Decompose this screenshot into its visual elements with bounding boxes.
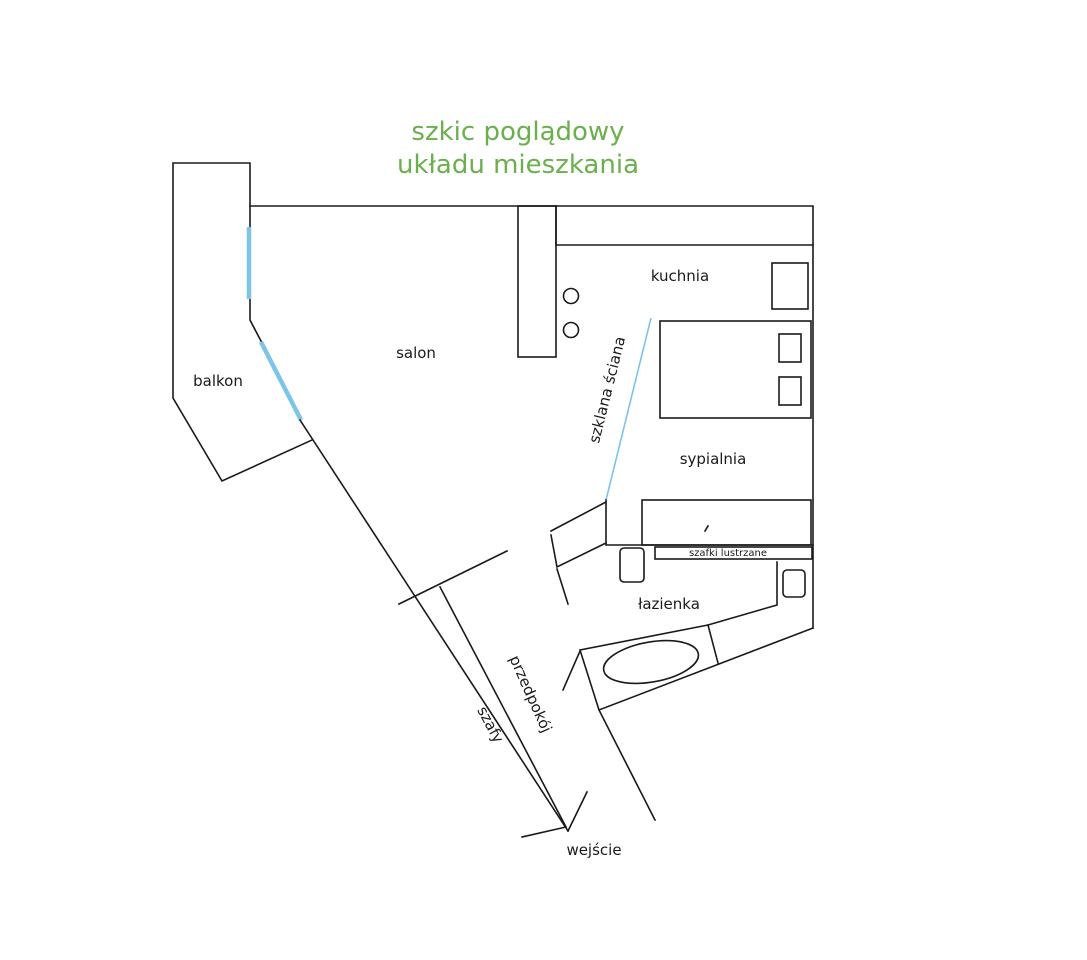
- label-przedpokoj: przedpokój: [506, 653, 556, 736]
- label-lazienka: łazienka: [638, 595, 700, 613]
- bed: [659, 320, 812, 419]
- bathroom-lower-wall: [578, 561, 815, 712]
- balcony-window-lower: [258, 340, 304, 422]
- label-szafki-lustrzane: szafki lustrzane: [689, 548, 767, 559]
- outer-wall-top: [249, 205, 814, 629]
- title-line-1: szkic poglądowy: [411, 117, 624, 147]
- balcony-outline: [172, 162, 314, 483]
- label-kuchnia: kuchnia: [651, 267, 709, 285]
- hallway-wardrobes: [438, 585, 568, 838]
- label-sypialnia: sypialnia: [680, 450, 747, 468]
- sink: [782, 569, 806, 598]
- salon-diagonal-wall: [298, 418, 570, 833]
- mirror-cabinets: [654, 546, 813, 560]
- bathroom-entry-wall: [550, 534, 608, 569]
- bathtub: [602, 639, 700, 685]
- wardrobe-mark: [703, 524, 710, 533]
- bathroom-door-wall: [549, 500, 608, 533]
- kitchen-island: [517, 205, 557, 358]
- label-salon: salon: [396, 344, 436, 362]
- label-szklana-sciana: szklana ściana: [585, 335, 629, 445]
- bedroom-wardrobe: [641, 499, 812, 546]
- bedroom-bathroom-wall: [605, 499, 814, 546]
- bar-stool-2: [562, 321, 580, 339]
- title-line-2: układu mieszkania: [397, 150, 639, 180]
- bathroom-door-leaf-2: [561, 649, 582, 692]
- glass-wall: [605, 317, 652, 501]
- bathroom-door-leaf: [555, 567, 570, 606]
- salon-hallway-wall: [397, 549, 509, 606]
- kitchen-stove: [771, 262, 809, 310]
- hallway-right-wall: [597, 708, 657, 822]
- pillow-2: [778, 376, 802, 406]
- label-szafy: szafy: [473, 703, 507, 746]
- balcony-salon-wall: [249, 298, 264, 345]
- bathtub-end: [707, 624, 719, 664]
- pillow-1: [778, 333, 802, 363]
- label-wejscie: wejście: [566, 841, 621, 859]
- toilet: [619, 547, 645, 583]
- entrance-door-leaf: [566, 790, 589, 833]
- bar-stool-1: [562, 287, 580, 305]
- kitchen-counter: [555, 205, 814, 246]
- label-balkon: balkon: [193, 372, 243, 390]
